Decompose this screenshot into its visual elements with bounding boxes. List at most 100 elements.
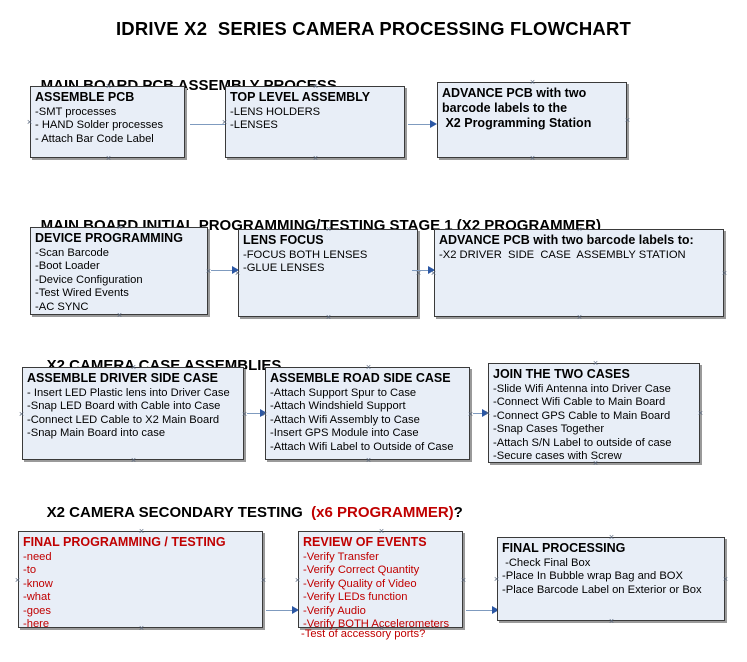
resize-handle-right[interactable]	[722, 576, 729, 583]
resize-handle-top[interactable]	[576, 226, 583, 233]
connector-lens-focus-to-advance-pcb	[412, 270, 434, 271]
resize-handle-top[interactable]	[130, 364, 137, 371]
node-line: -Attach S/N Label to outside of case	[493, 436, 672, 449]
node-line: -goes	[23, 604, 51, 617]
node-line: -X2 DRIVER SIDE CASE ASSEMBLY STATION	[439, 248, 686, 261]
node-line: -Attach Windshield Support	[270, 400, 406, 413]
node-advance-pcb-driver-side-case[interactable]: ADVANCE PCB with two barcode labels to: …	[434, 229, 724, 317]
node-line: -AC SYNC	[35, 300, 89, 313]
node-line: -Verify Quality of Video	[303, 577, 417, 590]
resize-handle-right[interactable]	[260, 577, 267, 584]
resize-handle-bottom[interactable]	[130, 457, 137, 464]
resize-handle-top[interactable]	[592, 360, 599, 367]
resize-handle-top[interactable]	[608, 534, 615, 541]
resize-handle-left[interactable]	[484, 410, 491, 417]
node-line: -Snap Cases Together	[493, 423, 605, 436]
node-title: LENS FOCUS	[243, 233, 324, 247]
node-line: -Place Barcode Label on Exterior or Box	[502, 583, 702, 596]
resize-handle-bottom[interactable]	[105, 155, 112, 162]
node-line: -LENSES	[230, 119, 278, 132]
resize-handle-bottom[interactable]	[529, 155, 536, 162]
node-title: ASSEMBLE DRIVER SIDE CASE	[27, 371, 219, 385]
resize-handle-top[interactable]	[325, 226, 332, 233]
node-title: ASSEMBLE ROAD SIDE CASE	[270, 371, 451, 385]
node-title: DEVICE PROGRAMMING	[35, 231, 183, 245]
resize-handle-bottom[interactable]	[138, 625, 145, 632]
resize-handle-right[interactable]	[697, 410, 704, 417]
node-line: -Attach Wifi Label to Outside of Case	[270, 440, 454, 453]
resize-handle-top[interactable]	[312, 83, 319, 90]
arrowhead-icon	[492, 606, 499, 614]
node-title: FINAL PROGRAMMING / TESTING	[23, 535, 226, 549]
resize-handle-left[interactable]	[493, 576, 500, 583]
resize-handle-bottom[interactable]	[312, 155, 319, 162]
resize-handle-right[interactable]	[460, 577, 467, 584]
node-line: - Attach Bar Code Label	[35, 132, 154, 145]
resize-handle-top[interactable]	[365, 364, 372, 371]
node-line: -Insert GPS Module into Case	[270, 427, 419, 440]
node-line: -here	[23, 618, 50, 631]
section-heading-accent: (x6 PROGRAMMER)	[311, 504, 454, 521]
resize-handle-bottom[interactable]	[608, 618, 615, 625]
resize-handle-right[interactable]	[721, 270, 728, 277]
connector-driver-case-to-road-case	[247, 413, 265, 414]
resize-handle-left[interactable]	[261, 411, 268, 418]
node-line: -Verify BOTH Accelerometers	[303, 618, 450, 631]
resize-handle-top[interactable]	[105, 83, 112, 90]
resize-handle-left[interactable]	[14, 577, 21, 584]
node-line: - HAND Solder processes	[35, 119, 164, 132]
resize-handle-top[interactable]	[378, 528, 385, 535]
resize-handle-top[interactable]	[116, 224, 123, 231]
resize-handle-left[interactable]	[26, 119, 33, 126]
resize-handle-left[interactable]	[221, 119, 228, 126]
resize-handle-bottom[interactable]	[116, 312, 123, 319]
connector-review-to-final-processing	[466, 610, 496, 611]
resize-handle-bottom[interactable]	[592, 460, 599, 467]
node-title: FINAL PROCESSING	[502, 541, 626, 555]
node-line: -FOCUS BOTH LENSES	[243, 248, 368, 261]
resize-handle-bottom[interactable]	[576, 314, 583, 321]
node-assemble-road-side-case[interactable]: ASSEMBLE ROAD SIDE CASE -Attach Support …	[265, 367, 470, 460]
node-review-of-events[interactable]: REVIEW OF EVENTS -Verify Transfer -Verif…	[298, 528, 463, 630]
node-line: -need	[23, 550, 52, 563]
resize-handle-top[interactable]	[138, 528, 145, 535]
connector-top-level-to-advance-pcb	[408, 124, 432, 125]
node-title: JOIN THE TWO CASES	[493, 367, 630, 381]
node-lens-focus[interactable]: LENS FOCUS -FOCUS BOTH LENSES -GLUE LENS…	[238, 229, 418, 317]
node-assemble-driver-side-case[interactable]: ASSEMBLE DRIVER SIDE CASE - Insert LED P…	[22, 367, 244, 460]
node-line: - Insert LED Plastic lens into Driver Ca…	[27, 386, 230, 399]
node-title: ASSEMBLE PCB	[35, 90, 135, 104]
node-line: -Device Configuration	[35, 273, 143, 286]
resize-handle-right[interactable]	[415, 270, 422, 277]
node-line: -Verify LEDs function	[303, 591, 408, 604]
node-line: -know	[23, 577, 53, 590]
resize-handle-bottom[interactable]	[325, 314, 332, 321]
node-line: -Test Wired Events	[35, 287, 129, 300]
node-line: -Attach Wifi Assembly to Case	[270, 413, 420, 426]
node-line: -GLUE LENSES	[243, 262, 325, 275]
node-line: -Check Final Box	[502, 556, 591, 569]
node-device-programming[interactable]: DEVICE PROGRAMMING -Scan Barcode -Boot L…	[30, 227, 208, 315]
node-top-level-assembly[interactable]: TOP LEVEL ASSEMBLY -LENS HOLDERS -LENSES	[225, 86, 405, 158]
node-advance-pcb-programming-station[interactable]: ADVANCE PCB with two barcode labels to t…	[437, 82, 627, 158]
node-line: -Verify Audio	[303, 604, 366, 617]
node-assemble-pcb[interactable]: ASSEMBLE PCB -SMT processes - HAND Solde…	[30, 86, 185, 158]
resize-handle-bottom[interactable]	[365, 457, 372, 464]
node-overflow-line-review-of-events: -Test of accessory ports?	[301, 628, 426, 640]
resize-handle-left[interactable]	[294, 577, 301, 584]
node-join-the-two-cases[interactable]: JOIN THE TWO CASES -Slide Wifi Antenna i…	[488, 363, 700, 463]
resize-handle-left[interactable]	[234, 270, 241, 277]
resize-handle-top[interactable]	[529, 79, 536, 86]
resize-handle-left[interactable]	[430, 270, 437, 277]
node-line: ADVANCE PCB with two	[442, 86, 587, 100]
connector-assemble-pcb-to-top-level	[190, 124, 248, 125]
resize-handle-right[interactable]	[624, 117, 631, 124]
node-line: -Connect GPS Cable to Main Board	[493, 409, 671, 422]
node-line: -what	[23, 591, 51, 604]
section-heading-tail: ?	[453, 504, 463, 521]
resize-handle-left[interactable]	[18, 411, 25, 418]
node-final-programming-testing[interactable]: FINAL PROGRAMMING / TESTING -need -to -k…	[18, 528, 263, 630]
node-final-processing[interactable]: FINAL PROCESSING -Check Final Box -Place…	[497, 537, 725, 621]
node-line: -LENS HOLDERS	[230, 105, 321, 118]
